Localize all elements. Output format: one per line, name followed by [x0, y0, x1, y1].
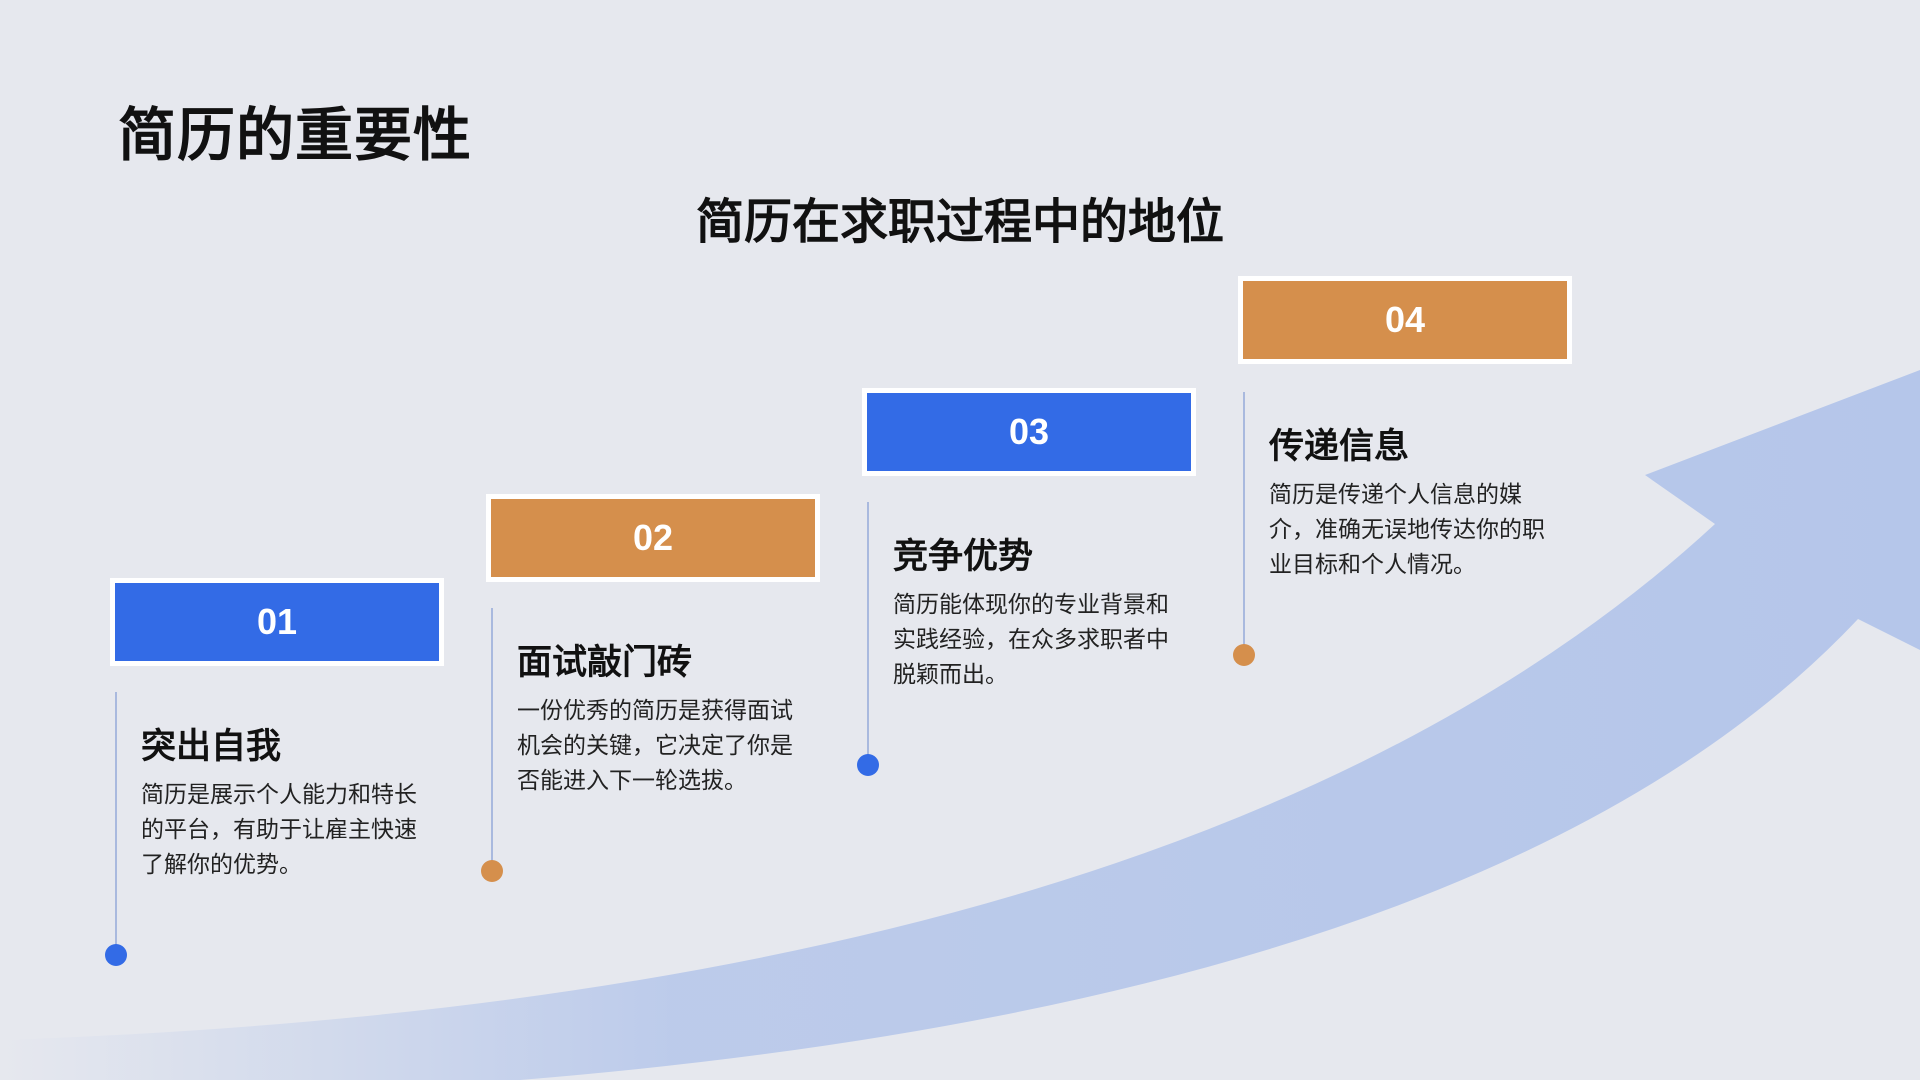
step-connector-line [1243, 392, 1245, 654]
page-title: 简历的重要性 [118, 101, 473, 169]
step-description: 简历是传递个人信息的媒介，准确无误地传达你的职业目标和个人情况。 [1269, 482, 1545, 578]
step-description: 简历能体现你的专业背景和实践经验，在众多求职者中脱颖而出。 [893, 592, 1169, 688]
step-number: 01 [256, 601, 298, 642]
step-connector-line [491, 608, 493, 870]
step-heading: 面试敲门砖 [517, 643, 693, 683]
step-connector-line [115, 692, 117, 954]
step-marker-dot [481, 860, 503, 882]
step-number-box-02: 02 [486, 494, 820, 582]
step-number-box-04: 04 [1238, 276, 1572, 364]
step-marker-dot [857, 754, 879, 776]
step-description: 简历是展示个人能力和特长的平台，有助于让雇主快速了解你的优势。 [141, 782, 417, 878]
step-description: 一份优秀的简历是获得面试机会的关键，它决定了你是否能进入下一轮选拔。 [517, 698, 793, 794]
step-number: 02 [632, 517, 674, 558]
step-heading: 传递信息 [1269, 427, 1410, 467]
step-number: 03 [1008, 411, 1050, 452]
step-marker-dot [1233, 644, 1255, 666]
step-number: 04 [1384, 299, 1426, 340]
step-heading: 竞争优势 [893, 537, 1034, 577]
step-number-box-01: 01 [110, 578, 444, 666]
step-number-box-03: 03 [862, 388, 1196, 476]
step-marker-dot [105, 944, 127, 966]
step-connector-line [867, 502, 869, 764]
section-subtitle: 简历在求职过程中的地位 [695, 194, 1224, 250]
step-heading: 突出自我 [141, 727, 282, 767]
